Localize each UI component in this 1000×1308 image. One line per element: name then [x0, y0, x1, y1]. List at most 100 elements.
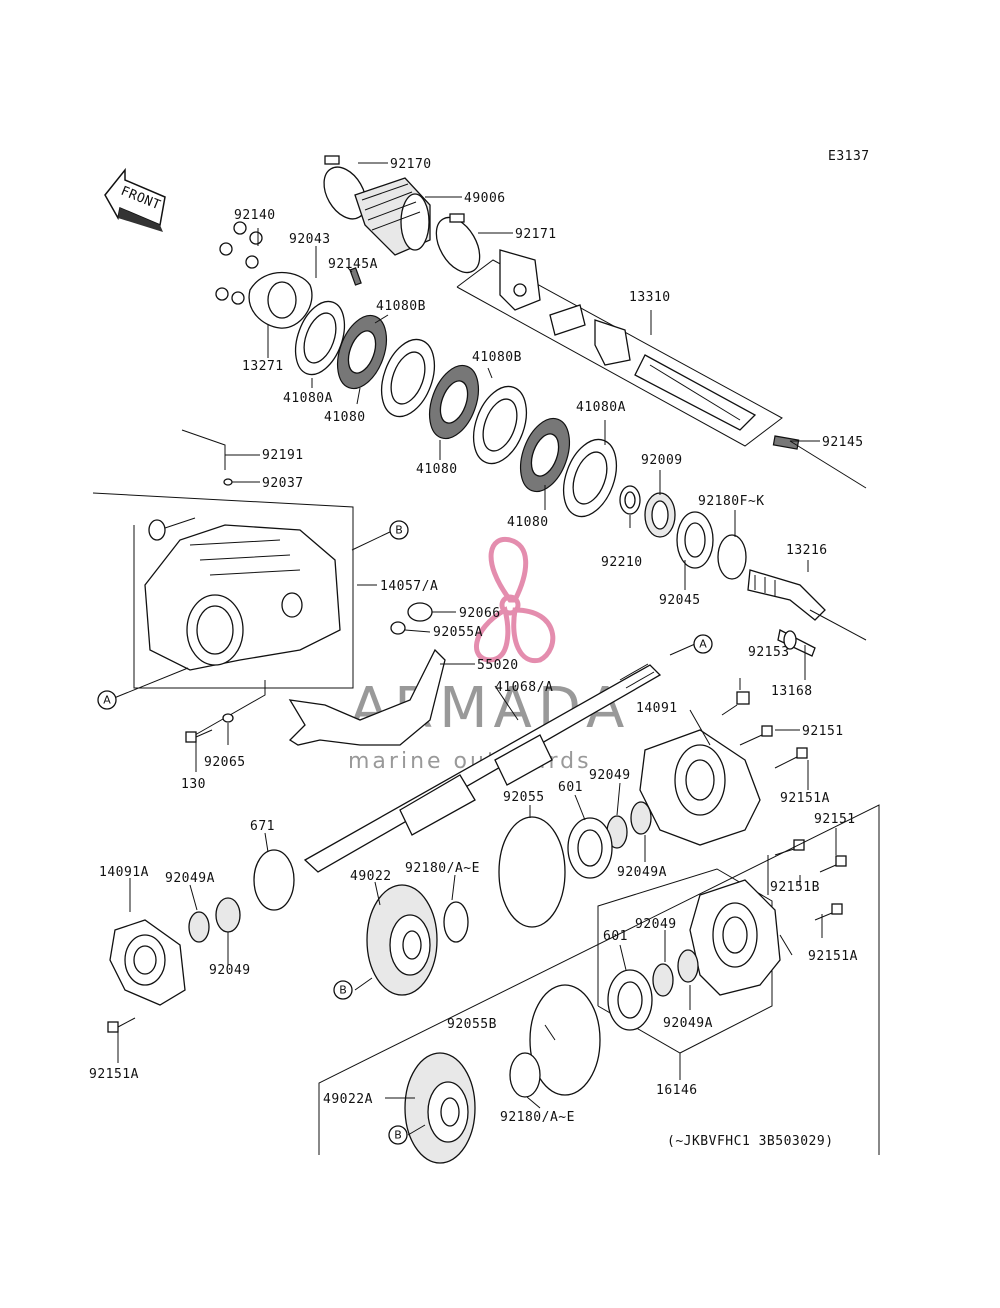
label-92151A-3: 92151A	[89, 1067, 139, 1082]
bearing-housing-14091	[639, 729, 761, 846]
label-92140: 92140	[234, 208, 276, 223]
label-41080A-2: 41080A	[576, 400, 626, 415]
bolt-13168	[777, 629, 816, 657]
label-92049-3: 92049	[209, 963, 251, 978]
label-92153: 92153	[748, 645, 790, 660]
part-labels: 92170 49006 92171 92140 92043 92145A 133…	[89, 157, 863, 1125]
label-92055: 92055	[503, 790, 545, 805]
label-92151-2: 92151	[814, 812, 856, 827]
o-ring-92055	[498, 816, 566, 928]
assembly-16146-bracket	[597, 868, 781, 1054]
label-41068A: 41068/A	[495, 680, 553, 695]
label-92066: 92066	[459, 606, 501, 621]
friction-plate-41080	[336, 314, 388, 390]
plate-13271	[248, 271, 313, 329]
label-92049A-2: 92049A	[165, 871, 215, 886]
ref-marker-a-case: A	[97, 690, 117, 710]
washer-92065	[222, 713, 234, 723]
oil-seal-92049A-c	[677, 949, 699, 983]
clutch-plate-41080B	[380, 338, 436, 418]
bearing-601	[567, 817, 613, 879]
propeller-shaft-41068A	[303, 663, 662, 873]
label-41080B-2: 41080B	[472, 350, 522, 365]
label-41080-2: 41080	[416, 462, 458, 477]
ref-a-text-2: A	[699, 638, 707, 651]
ref-marker-b-gear: B	[333, 980, 353, 1000]
bolt-130	[185, 729, 213, 743]
bearing-housing-14091A	[109, 919, 186, 1006]
bolt-92151B	[774, 839, 805, 856]
ref-marker-b-gear-a: B	[388, 1125, 408, 1145]
label-92180AE-2: 92180/A~E	[500, 1110, 575, 1125]
label-49022: 49022	[350, 869, 392, 884]
bolt-92151	[739, 725, 773, 746]
clutch-plate-41080A-b	[562, 438, 618, 518]
oil-seal-92049-b	[215, 897, 241, 933]
serial-note: (~JKBVFHC1 3B503029)	[667, 1134, 834, 1149]
ref-b-text-3: B	[394, 1129, 402, 1142]
label-13168: 13168	[771, 684, 813, 699]
oil-seal-92009	[644, 492, 676, 538]
pin-92145	[772, 435, 800, 450]
label-92009: 92009	[641, 453, 683, 468]
label-13216: 13216	[786, 543, 828, 558]
ring-92037	[223, 478, 233, 486]
oil-seal-92049-c	[652, 963, 674, 997]
bearing-601-b	[607, 969, 653, 1031]
clutch-plate-41080B-b	[472, 385, 528, 465]
label-92151B: 92151B	[770, 880, 820, 895]
ref-a-text: A	[103, 694, 111, 707]
label-92037: 92037	[262, 476, 304, 491]
label-41080-1: 41080	[324, 410, 366, 425]
ref-b-text: B	[395, 524, 403, 537]
bolt-92151-b	[819, 855, 847, 873]
clamp-92171	[435, 213, 481, 274]
pinion-shaft-13216	[747, 569, 826, 621]
bolt-92151A-b	[107, 1017, 136, 1033]
label-601-1: 601	[558, 780, 583, 795]
label-92180AE-1: 92180/A~E	[405, 861, 480, 876]
bolt-92151A	[774, 747, 808, 769]
label-14057A: 14057/A	[380, 579, 438, 594]
ref-marker-a-shaft: A	[693, 634, 713, 654]
label-13310: 13310	[629, 290, 671, 305]
label-92151A-1: 92151A	[780, 791, 830, 806]
clamp-92170	[323, 155, 367, 220]
bolt-92151A-c	[814, 903, 843, 921]
label-92043: 92043	[289, 232, 331, 247]
bolt-92153	[721, 691, 750, 716]
label-92065: 92065	[204, 755, 246, 770]
label-55020: 55020	[477, 658, 519, 673]
label-92180FK: 92180F~K	[698, 494, 765, 509]
frame-line	[318, 804, 880, 1155]
circlip-92180FK	[717, 534, 747, 580]
rubber-boot-49006	[354, 177, 431, 256]
nuts-92140	[215, 221, 263, 305]
label-92171: 92171	[515, 227, 557, 242]
label-92049A-1: 92049A	[617, 865, 667, 880]
o-ring-92055B	[529, 984, 601, 1096]
leader-lines	[113, 162, 867, 1136]
label-92151A-2: 92151A	[808, 949, 858, 964]
label-92049A-3: 92049A	[663, 1016, 713, 1031]
bevel-gear-49022A	[404, 1052, 476, 1164]
label-49006: 49006	[464, 191, 506, 206]
label-92170: 92170	[390, 157, 432, 172]
propeller-logo-icon	[474, 536, 556, 664]
label-13271: 13271	[242, 359, 284, 374]
circlip-92180AE-b	[509, 1052, 541, 1098]
ref-marker-b-case: B	[389, 520, 409, 540]
oil-seal-92049A-b	[188, 911, 210, 943]
collar-92210	[619, 485, 641, 515]
pin-92145A	[349, 267, 362, 286]
label-92049-2: 92049	[635, 917, 677, 932]
dowel-pin-92191	[181, 429, 226, 470]
label-671: 671	[250, 819, 275, 834]
label-14091A: 14091A	[99, 865, 149, 880]
label-601-2: 601	[603, 929, 628, 944]
front-arrow-icon: FRONT	[104, 167, 166, 232]
o-ring-92055A	[390, 621, 406, 635]
oil-seal-92049A	[630, 801, 652, 835]
breather-fitting	[148, 517, 196, 541]
